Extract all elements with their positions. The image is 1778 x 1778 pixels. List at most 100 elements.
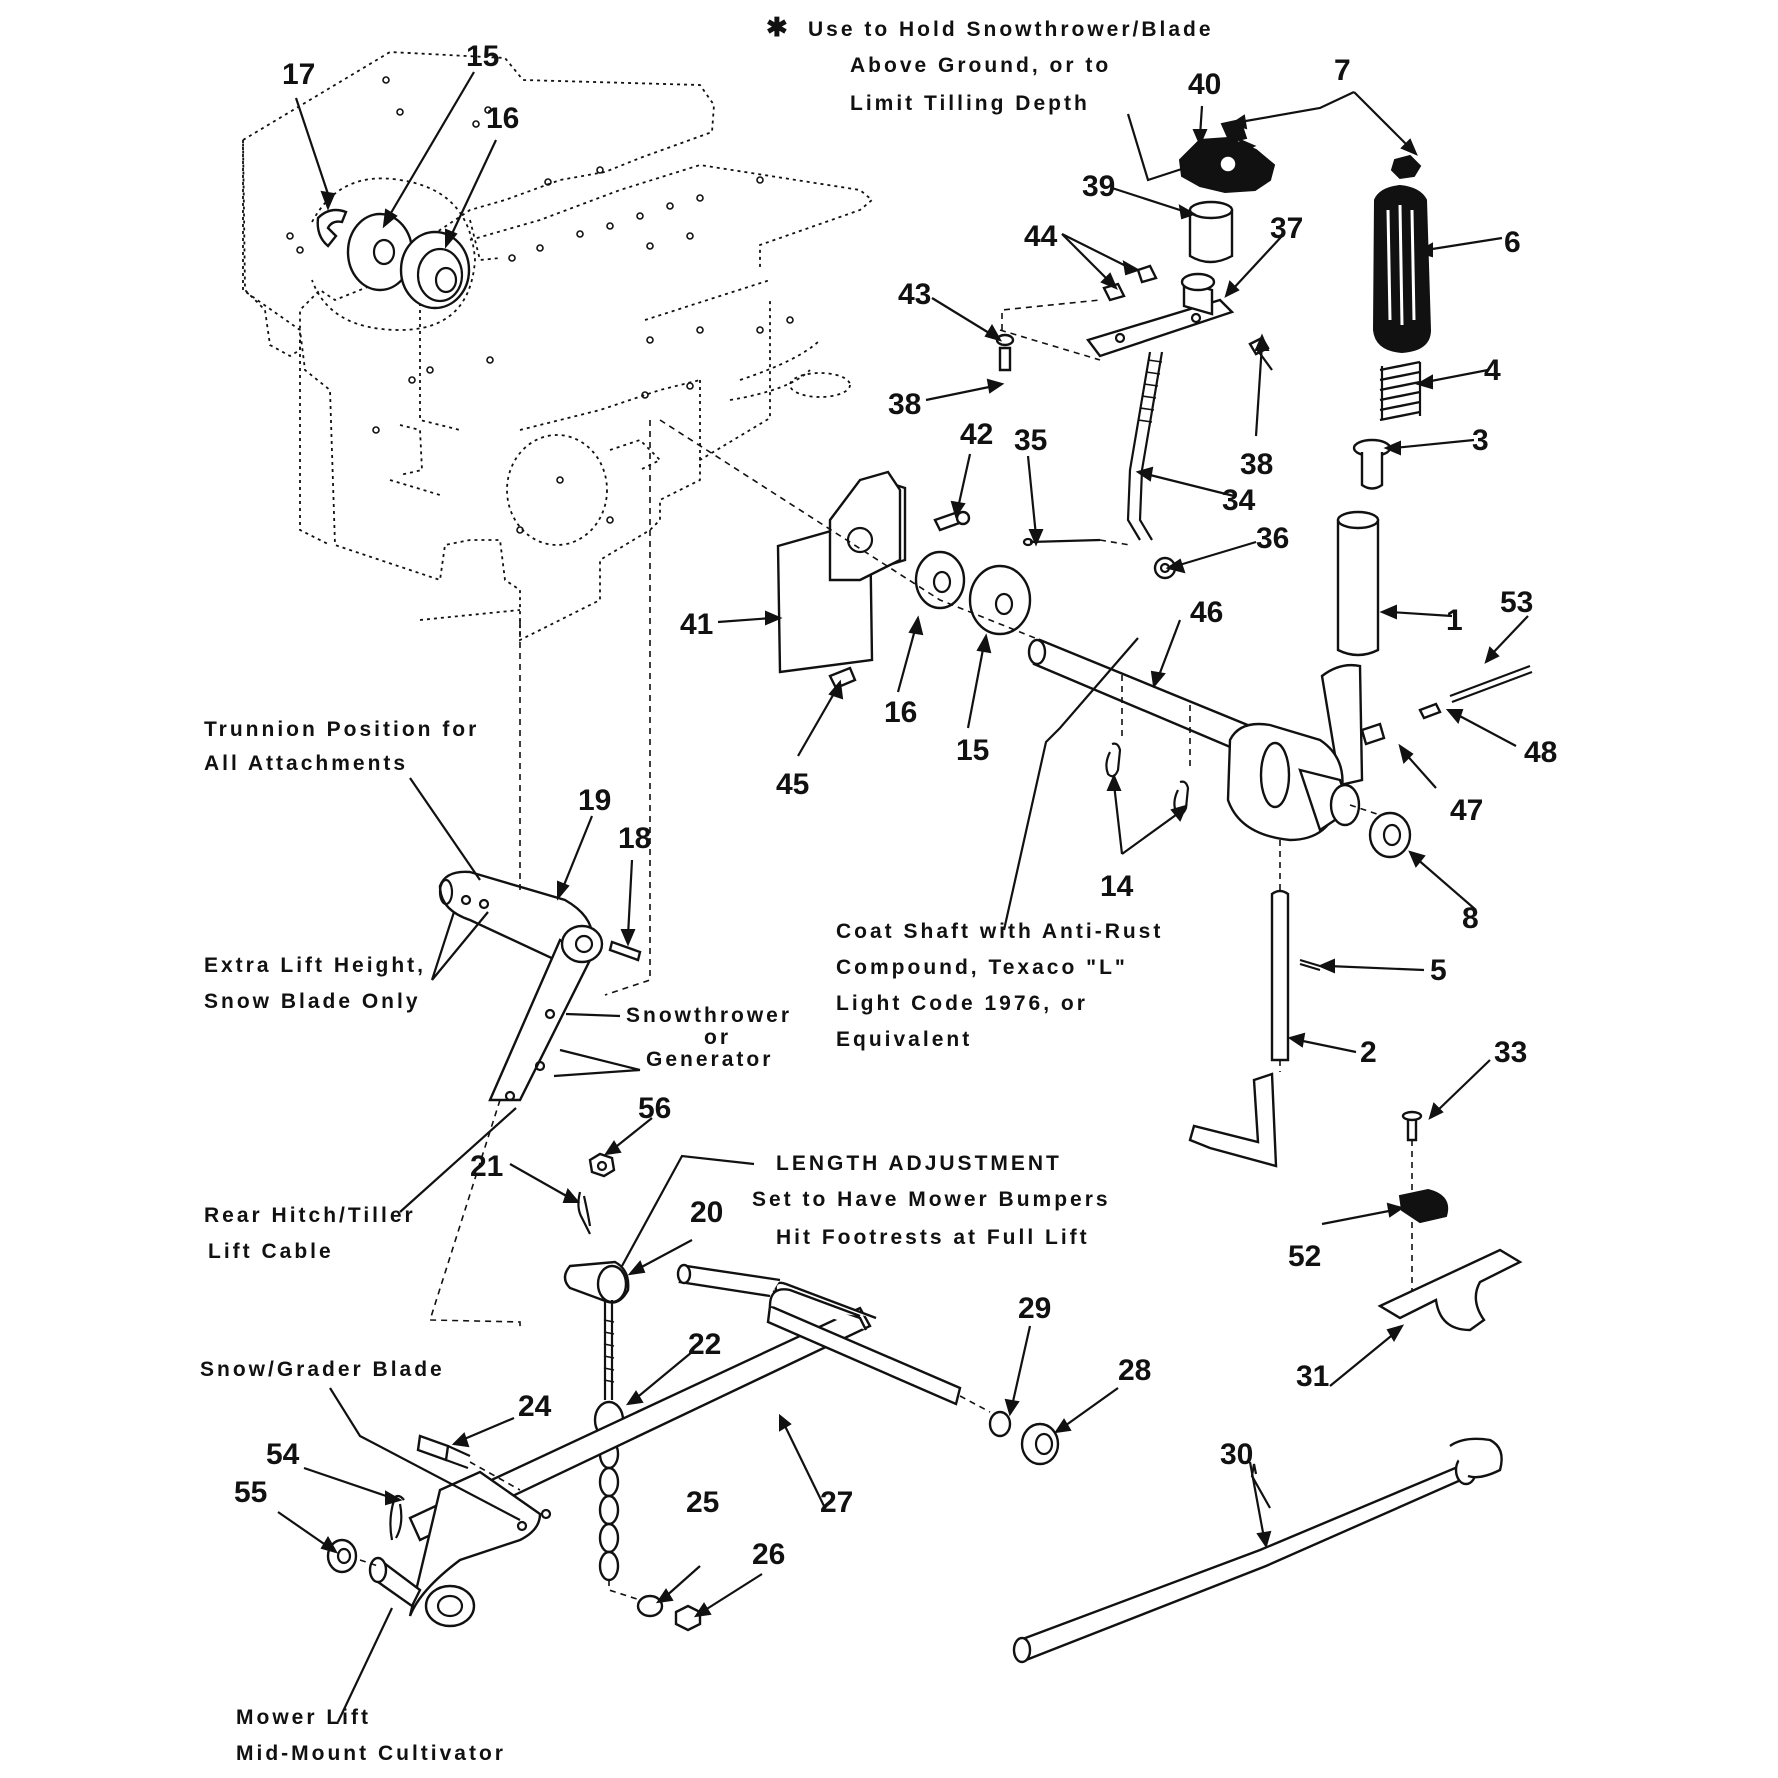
clip-17: [316, 208, 348, 248]
callout-39: 39: [1082, 170, 1115, 203]
pin-48: [1418, 702, 1442, 720]
coat-shaft-line-2: Compound, Texaco "L": [836, 956, 1128, 979]
bracket-31: [1377, 1248, 1523, 1332]
snowthrower-line-3: Generator: [646, 1048, 773, 1071]
callout-54: 54: [266, 1438, 300, 1471]
callout-46: 46: [1190, 596, 1223, 629]
trunnion-line-2: All Attachments: [204, 752, 408, 775]
callout-48: 48: [1524, 736, 1557, 769]
callout-34: 34: [1222, 484, 1256, 517]
callout-37: 37: [1270, 212, 1303, 245]
callout-leaders: [277, 71, 1529, 1723]
callout-24: 24: [518, 1390, 552, 1423]
callout-4: 4: [1484, 354, 1501, 387]
asterisk-marker: ✱: [766, 12, 791, 42]
pin-5: [1299, 958, 1321, 968]
callout-20: 20: [690, 1196, 723, 1229]
callout-8: 8: [1462, 902, 1479, 935]
limit-stop-assembly: [995, 118, 1276, 580]
callout-41: 41: [680, 608, 713, 641]
hairpin-21: [577, 1191, 592, 1235]
spring-4: [1379, 360, 1421, 422]
callout-2: 2: [1360, 1036, 1377, 1069]
extra-lift-line-2: Snow Blade Only: [204, 990, 421, 1013]
callout-35: 35: [1014, 424, 1047, 457]
callout-38-right: 38: [1240, 448, 1273, 481]
callout-43: 43: [898, 278, 931, 311]
use-note-line-3: Limit Tilling Depth: [850, 92, 1090, 115]
washer-29: [988, 1410, 1012, 1438]
pin-53: [1449, 664, 1531, 698]
note-coat-shaft: Coat Shaft with Anti-Rust Compound, Texa…: [836, 920, 1163, 1051]
callout-5: 5: [1430, 954, 1447, 987]
callout-53: 53: [1500, 586, 1533, 619]
trunnion-group: [428, 420, 651, 1330]
callout-17: 17: [282, 58, 315, 91]
roll-pin-47: [1360, 722, 1386, 746]
callout-36: 36: [1256, 522, 1289, 555]
coat-shaft-line-4: Equivalent: [836, 1028, 972, 1051]
lift-handle-assembly: [1320, 154, 1432, 787]
callout-44: 44: [1024, 220, 1058, 253]
callout-16-frame: 16: [486, 102, 519, 135]
callout-30: 30: [1220, 1438, 1253, 1471]
use-note-line-2: Above Ground, or to: [850, 54, 1111, 77]
callout-26: 26: [752, 1538, 785, 1571]
washer-15-mid: [968, 564, 1032, 636]
note-length-adjustment: LENGTH ADJUSTMENT Set to Have Mower Bump…: [752, 1152, 1111, 1249]
handle-30: [1018, 1464, 1473, 1662]
callout-55: 55: [234, 1476, 267, 1509]
callout-6: 6: [1504, 226, 1521, 259]
bearing-28: [1020, 1422, 1060, 1466]
coat-shaft-line-1: Coat Shaft with Anti-Rust: [836, 920, 1163, 943]
cross-shaft-group: [659, 419, 1533, 859]
coat-shaft-line-3: Light Code 1976, or: [836, 992, 1088, 1015]
nut-56: [588, 1152, 616, 1178]
length-adjust-line-2: Set to Have Mower Bumpers: [752, 1188, 1111, 1211]
shaft-46: [1032, 638, 1252, 754]
callout-27: 27: [820, 1486, 853, 1519]
callout-40: 40: [1188, 68, 1221, 101]
frame-bearing-parts: [311, 177, 476, 331]
tube-1: [1336, 514, 1380, 657]
note-use-to-hold: ✱ Use to Hold Snowthrower/Blade Above Gr…: [766, 12, 1211, 115]
callout-45: 45: [776, 768, 809, 801]
callout-22: 22: [688, 1328, 721, 1361]
rod-2: [1270, 889, 1290, 1062]
callout-52: 52: [1288, 1240, 1321, 1273]
callout-1: 1: [1446, 604, 1463, 637]
note-extra-lift: Extra Lift Height, Snow Blade Only: [204, 954, 423, 1013]
callout-29: 29: [1018, 1292, 1051, 1325]
rod-34: [1126, 351, 1152, 541]
callout-3: 3: [1472, 424, 1489, 457]
callout-19: 19: [578, 784, 611, 817]
length-adjust-line-1: LENGTH ADJUSTMENT: [776, 1152, 1062, 1175]
callout-33: 33: [1494, 1036, 1527, 1069]
callout-47: 47: [1450, 794, 1483, 827]
callout-15-mid: 15: [956, 734, 989, 767]
callout-18: 18: [618, 822, 651, 855]
frame-plates-group: [242, 51, 874, 642]
callout-21: 21: [470, 1150, 503, 1183]
rear-hitch-line-2: Lift Cable: [208, 1240, 334, 1263]
rockshaft-27: [408, 1306, 872, 1542]
trunnion-19: [438, 870, 594, 964]
callout-numbers: 17 15 16 40 7 39 44 37 6 43 38 4 42 35 3…: [234, 40, 1557, 1571]
clamp-52: [1398, 1188, 1449, 1224]
callout-42: 42: [960, 418, 993, 451]
snowthrower-line-1: Snowthrower: [626, 1004, 792, 1027]
callout-25: 25: [686, 1486, 719, 1519]
note-trunnion: Trunnion Position for All Attachments: [204, 718, 476, 775]
pin-35: [1029, 538, 1101, 544]
washer-25: [636, 1594, 664, 1618]
note-snow-grader-blade: Snow/Grader Blade: [200, 1358, 445, 1381]
pin-18: [608, 940, 642, 962]
bolt-45: [828, 666, 857, 690]
lift-shaft-group: [326, 1152, 1503, 1664]
bearing-16: [399, 230, 471, 310]
nut-8: [1368, 811, 1412, 859]
rod-guide-group: [1377, 1110, 1523, 1332]
snowthrower-line-2: or: [704, 1026, 731, 1049]
